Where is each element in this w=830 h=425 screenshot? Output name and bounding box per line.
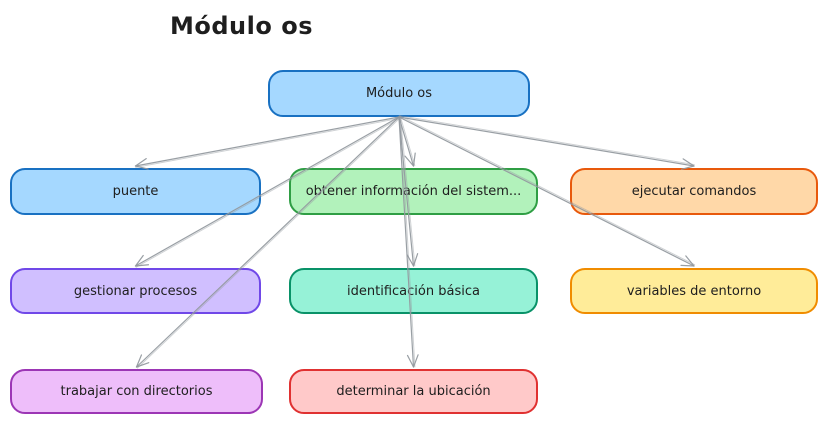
node-label: ejecutar comandos <box>631 184 757 199</box>
node-label: obtener información del sistem... <box>305 184 522 199</box>
node-label: variables de entorno <box>626 283 762 299</box>
node-label: identificación básica <box>347 283 480 299</box>
node-variables-de-entorno[interactable]: variables de entorno <box>570 268 818 314</box>
node-trabajar-con-directorios[interactable]: trabajar con directorios <box>10 369 263 414</box>
node-obtener-informacion[interactable]: obtener información del sistem... <box>289 168 538 215</box>
node-label: trabajar con directorios <box>60 384 213 399</box>
node-gestionar-procesos[interactable]: gestionar procesos <box>10 268 261 314</box>
node-label: Módulo os <box>365 86 433 101</box>
node-label: gestionar procesos <box>73 283 198 299</box>
diagram-title: Módulo os <box>170 12 313 40</box>
node-label: puente <box>112 184 159 199</box>
node-puente[interactable]: puente <box>10 168 261 215</box>
node-identificacion-basica[interactable]: identificación básica <box>289 268 538 314</box>
node-label: determinar la ubicación <box>336 384 491 399</box>
node-determinar-la-ubicacion[interactable]: determinar la ubicación <box>289 369 538 414</box>
node-ejecutar-comandos[interactable]: ejecutar comandos <box>570 168 818 215</box>
node-modulo-os[interactable]: Módulo os <box>268 70 530 117</box>
